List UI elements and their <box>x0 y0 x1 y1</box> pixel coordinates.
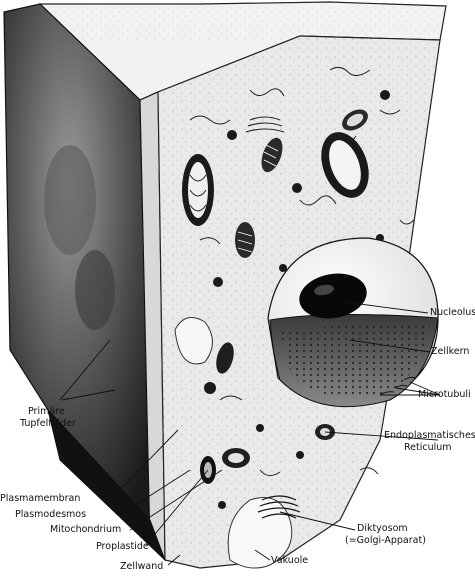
mitochondrion <box>235 222 255 258</box>
nucleus <box>268 238 438 407</box>
mitochondrion <box>222 448 250 468</box>
chloroplast <box>182 154 214 226</box>
